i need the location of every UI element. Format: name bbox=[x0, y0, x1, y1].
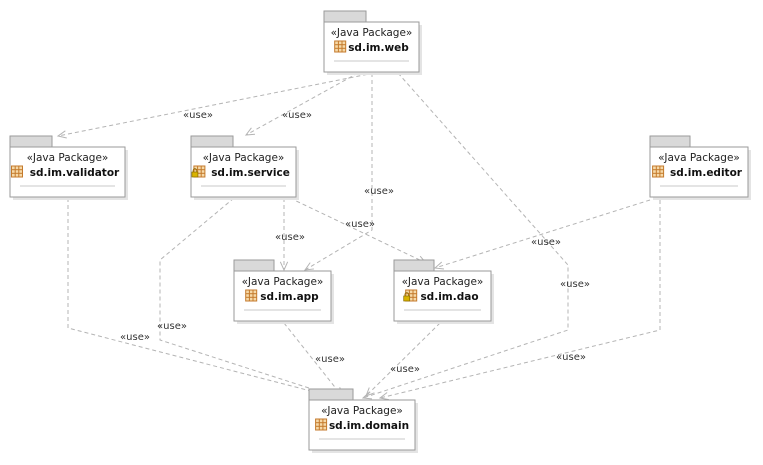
package-stereotype: «Java Package» bbox=[203, 152, 285, 164]
dependency-label: «use» bbox=[390, 364, 420, 375]
package-stereotype: «Java Package» bbox=[242, 276, 324, 288]
package-name: sd.im.service bbox=[211, 167, 290, 179]
dependency-line bbox=[283, 322, 343, 397]
dependency-editor-to-domain bbox=[378, 200, 661, 401]
package-stereotype: «Java Package» bbox=[27, 152, 109, 164]
arrowhead-icon bbox=[378, 392, 389, 401]
package-dao[interactable]: «Java Package» sd.im.dao bbox=[393, 259, 494, 324]
package-app[interactable]: «Java Package» sd.im.app bbox=[233, 259, 334, 324]
package-tab bbox=[323, 10, 367, 23]
dependency-label: «use» bbox=[364, 186, 394, 197]
package-domain[interactable]: «Java Package» sd.im.domain bbox=[308, 388, 418, 453]
dependency-line bbox=[289, 197, 427, 264]
package-icon bbox=[315, 418, 328, 431]
dependency-line bbox=[304, 73, 373, 271]
package-tab bbox=[9, 135, 53, 148]
package-body bbox=[9, 146, 126, 198]
package-icon bbox=[11, 165, 23, 178]
dependency-line bbox=[245, 72, 359, 136]
package-web[interactable]: «Java Package» sd.im.web bbox=[323, 10, 422, 75]
dependency-line bbox=[365, 322, 441, 397]
package-icon bbox=[334, 40, 347, 53]
package-stereotype: «Java Package» bbox=[321, 405, 403, 417]
dependency-label: «use» bbox=[315, 354, 345, 365]
package-name: sd.im.web bbox=[348, 42, 409, 54]
dependency-web-to-validator bbox=[56, 72, 375, 139]
package-name: sd.im.domain bbox=[329, 420, 409, 432]
package-tab bbox=[190, 135, 234, 148]
package-validator[interactable]: «Java Package» sd.im.validator bbox=[9, 135, 128, 200]
dependency-line bbox=[159, 197, 341, 399]
dependency-label: «use» bbox=[157, 321, 187, 332]
dependency-dao-to-domain bbox=[365, 322, 441, 397]
arrowhead-icon bbox=[365, 387, 375, 397]
package-tab bbox=[308, 388, 354, 401]
dependency-label: «use» bbox=[120, 332, 150, 343]
dependency-label: «use» bbox=[275, 232, 305, 243]
arrowhead-icon bbox=[56, 130, 67, 139]
dependency-web-to-service bbox=[244, 72, 359, 136]
package-stereotype: «Java Package» bbox=[402, 276, 484, 288]
arrowhead-icon bbox=[433, 261, 444, 270]
arrowhead-icon bbox=[279, 261, 289, 272]
package-stereotype: «Java Package» bbox=[658, 152, 740, 164]
package-stereotype: «Java Package» bbox=[331, 27, 413, 39]
package-body bbox=[190, 146, 297, 198]
package-tab bbox=[649, 135, 691, 148]
arrowhead-icon bbox=[303, 262, 314, 271]
dependency-editor-to-dao bbox=[433, 199, 651, 270]
package-name: sd.im.app bbox=[260, 291, 319, 303]
package-lock-icon bbox=[191, 165, 206, 178]
package-service[interactable]: «Java Package» sd.im.service bbox=[190, 135, 299, 200]
dependency-line bbox=[67, 198, 331, 397]
package-editor[interactable]: «Java Package» sd.im.editor bbox=[649, 135, 751, 200]
dependency-web-to-app bbox=[303, 73, 373, 271]
package-name: sd.im.validator bbox=[30, 167, 120, 179]
package-lock-icon bbox=[403, 289, 418, 302]
dependency-line bbox=[57, 72, 375, 137]
package-name: sd.im.editor bbox=[670, 167, 743, 179]
dependency-web-to-domain bbox=[361, 72, 569, 400]
dependency-service-to-dao bbox=[289, 197, 428, 264]
dependency-service-to-app bbox=[279, 198, 289, 272]
package-tab bbox=[393, 259, 435, 272]
package-name: sd.im.dao bbox=[420, 291, 478, 303]
dependency-label: «use» bbox=[183, 110, 213, 121]
arrowhead-icon bbox=[244, 127, 256, 136]
dependency-line bbox=[434, 199, 651, 269]
dependency-label: «use» bbox=[556, 352, 586, 363]
package-tab bbox=[233, 259, 275, 272]
dependency-label: «use» bbox=[345, 219, 375, 230]
package-body bbox=[649, 146, 749, 198]
package-icon bbox=[652, 165, 665, 178]
dependency-label: «use» bbox=[531, 237, 561, 248]
package-icon bbox=[245, 289, 258, 302]
dependency-label: «use» bbox=[282, 110, 312, 121]
dependency-label: «use» bbox=[560, 279, 590, 290]
dependency-line bbox=[379, 200, 661, 399]
dependency-line bbox=[362, 72, 569, 399]
